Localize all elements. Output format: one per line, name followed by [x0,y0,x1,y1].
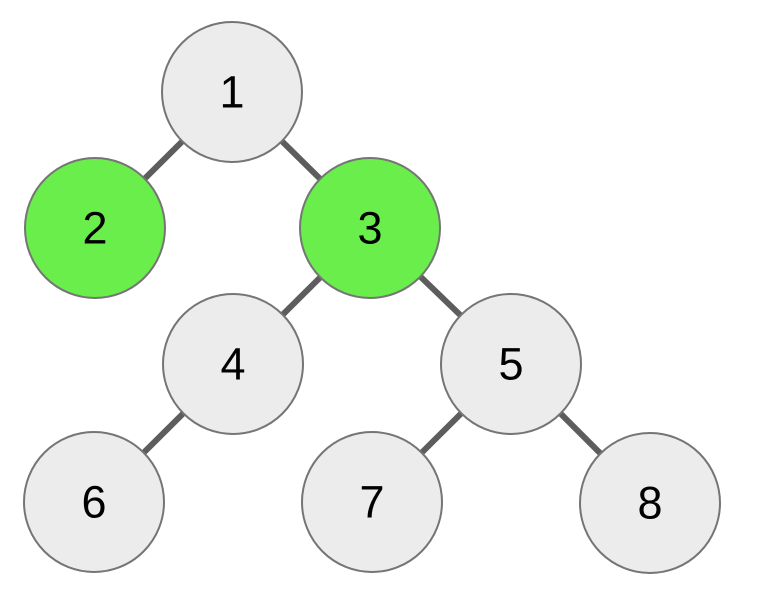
node-circle[interactable] [440,293,582,435]
tree-node-3[interactable]: 3 [299,157,441,299]
tree-node-8[interactable]: 8 [579,432,721,574]
tree-node-6[interactable]: 6 [23,431,165,573]
node-circle[interactable] [301,431,443,573]
node-circle[interactable] [161,21,303,163]
tree-node-2[interactable]: 2 [24,157,166,299]
tree-node-7[interactable]: 7 [301,431,443,573]
node-circle[interactable] [23,431,165,573]
tree-node-4[interactable]: 4 [162,293,304,435]
node-circle-highlighted[interactable] [24,157,166,299]
tree-node-1[interactable]: 1 [161,21,303,163]
node-circle[interactable] [579,432,721,574]
tree-node-5[interactable]: 5 [440,293,582,435]
node-circle[interactable] [162,293,304,435]
node-circle-highlighted[interactable] [299,157,441,299]
